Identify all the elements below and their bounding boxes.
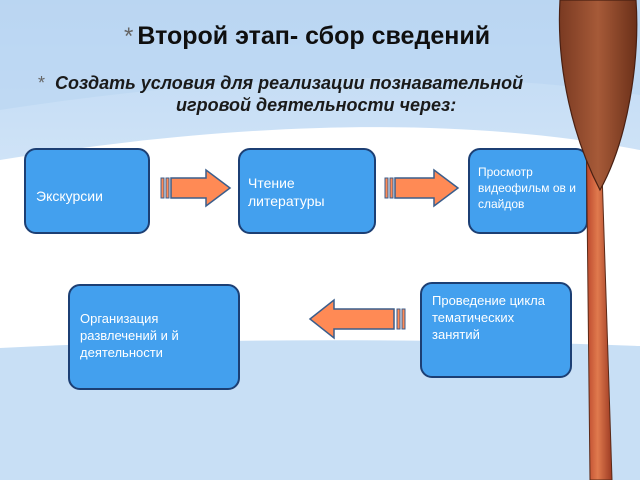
slide-subtitle: * Создать условия для реализации познават… [38, 72, 598, 116]
right-arrow-icon [160, 168, 232, 208]
subtitle-line-1: Создать условия для реализации познавате… [55, 73, 524, 93]
right-arrow-icon [384, 168, 460, 208]
video-box: Просмотр видеофильм ов и слайдов [468, 148, 588, 234]
slide-title-text: Второй этап- сбор сведений [137, 22, 491, 50]
bullet-icon: * [124, 23, 134, 50]
left-arrow-icon [308, 298, 406, 340]
subtitle-line-2: игровой деятельности через: [176, 95, 457, 115]
slide-title: *Второй этап- сбор сведений [124, 22, 490, 51]
entertainment-box: Организация развлечений и й деятельности [68, 284, 240, 390]
lessons-box: Проведение цикла тематических занятий [420, 282, 572, 378]
reading-box: Чтение литературы [238, 148, 376, 234]
bullet-icon: * [38, 73, 46, 93]
excursions-box: Экскурсии [24, 148, 150, 234]
